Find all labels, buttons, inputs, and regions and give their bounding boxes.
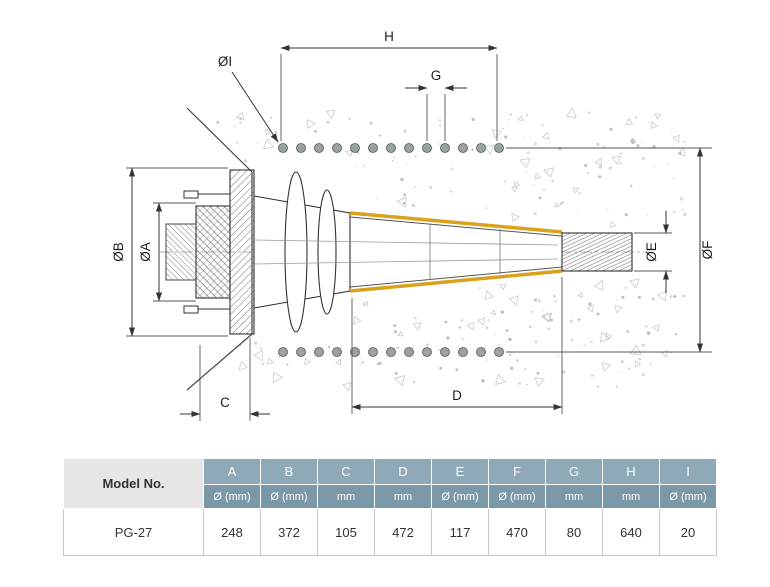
dimension-c: C xyxy=(180,338,270,421)
concrete-stipple xyxy=(216,107,687,392)
unit-cell-g: mm xyxy=(545,484,603,509)
top-bolt xyxy=(183,190,199,199)
dim-label-a: ØA xyxy=(138,242,153,262)
col-header-a: A xyxy=(203,458,261,485)
spec-table-container: Model No. A B C D E F G H I Ø (mm) Ø (mm… xyxy=(63,458,717,556)
dim-label-b: ØB xyxy=(111,242,126,262)
dimension-e: ØE xyxy=(634,211,672,293)
dim-label-d: D xyxy=(452,388,462,403)
data-cell-h: 640 xyxy=(602,508,660,556)
col-header-e: E xyxy=(431,458,489,485)
data-cell-c: 105 xyxy=(317,508,375,556)
header-row: Model No. A B C D E F G H I xyxy=(63,458,717,509)
spec-table: Model No. A B C D E F G H I Ø (mm) Ø (mm… xyxy=(63,458,717,556)
bottom-bolt xyxy=(183,305,199,314)
col-header-c: C xyxy=(317,458,375,485)
data-cell-a: 248 xyxy=(203,508,261,556)
dimension-g: G xyxy=(405,68,467,141)
dim-label-c: C xyxy=(220,395,230,410)
col-header-b: B xyxy=(260,458,318,485)
bearing-plate xyxy=(229,169,255,335)
anchor-assembly xyxy=(165,169,255,335)
unit-cell-c: mm xyxy=(317,484,375,509)
data-cell-b: 372 xyxy=(260,508,318,556)
col-header-d: D xyxy=(374,458,432,485)
dimension-d: D xyxy=(351,277,563,414)
trumpet-rib-1 xyxy=(284,171,308,333)
technical-drawing: H G ØI ØB ØA ØE ØF xyxy=(111,29,715,421)
dimension-h: H xyxy=(280,29,498,141)
data-cell-i: 20 xyxy=(659,508,717,556)
data-row: PG-27 248 372 105 472 117 470 80 640 20 xyxy=(63,508,717,556)
unit-cell-a: Ø (mm) xyxy=(203,484,261,509)
data-cell-e: 117 xyxy=(431,508,489,556)
dimension-a: ØA xyxy=(138,202,196,302)
trumpet-rib-2 xyxy=(317,189,337,315)
spiral-rebar-top-row xyxy=(278,143,504,153)
data-cell-g: 80 xyxy=(545,508,603,556)
strands xyxy=(253,239,559,265)
dim-label-g: G xyxy=(431,68,442,83)
dimension-b: ØB xyxy=(111,167,228,337)
data-cell-f: 470 xyxy=(488,508,546,556)
strand-tails xyxy=(165,223,197,281)
corrugated-duct xyxy=(561,232,633,272)
unit-cell-e: Ø (mm) xyxy=(431,484,489,509)
anchor-head xyxy=(195,205,231,299)
dim-label-f: ØF xyxy=(700,241,715,260)
col-header-f: F xyxy=(488,458,546,485)
unit-cell-b: Ø (mm) xyxy=(260,484,318,509)
col-header-g: G xyxy=(545,458,603,485)
unit-cell-i: Ø (mm) xyxy=(659,484,717,509)
dim-label-i: ØI xyxy=(218,54,232,69)
model-value-cell: PG-27 xyxy=(63,508,204,556)
unit-cell-d: mm xyxy=(374,484,432,509)
dim-label-e: ØE xyxy=(644,242,659,262)
model-header-cell: Model No. xyxy=(63,458,204,509)
unit-cell-f: Ø (mm) xyxy=(488,484,546,509)
unit-cell-h: mm xyxy=(602,484,660,509)
trumpet-body xyxy=(253,171,351,333)
dim-label-h: H xyxy=(384,29,394,44)
dimension-f: ØF xyxy=(506,147,715,353)
col-header-i: I xyxy=(659,458,717,485)
spiral-rebar-bottom-row xyxy=(278,347,504,357)
data-cell-d: 472 xyxy=(374,508,432,556)
col-header-h: H xyxy=(602,458,660,485)
units-row: Ø (mm) Ø (mm) mm mm Ø (mm) Ø (mm) mm mm … xyxy=(64,484,717,509)
dimension-i: ØI xyxy=(218,54,279,143)
